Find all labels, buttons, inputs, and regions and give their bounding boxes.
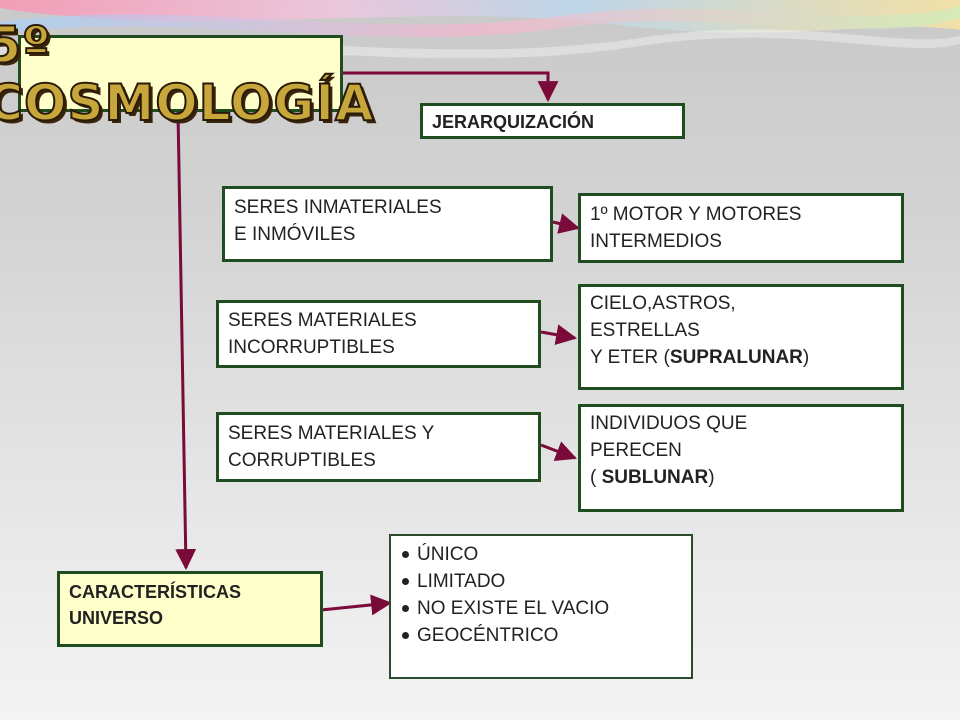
row3-right-line1: INDIVIDUOS QUE [590,413,748,434]
row3-left-box: SERES MATERIALES Y CORRUPTIBLES [216,412,541,482]
row1-left-box: SERES INMATERIALES E INMÓVILES [222,186,553,262]
row2-arrow [540,324,578,346]
bullet-icon [402,605,409,612]
page-title: 5º COSMOLOGÍA [0,15,375,133]
bullet-icon [402,578,409,585]
sublunar-label: SUBLUNAR [601,467,709,488]
row1-right-box: 1º MOTOR Y MOTORES INTERMEDIOS [578,193,904,263]
supralunar-label: SUPRALUNAR [669,347,803,368]
row1-right-line1: 1º MOTOR Y MOTORES [590,204,802,225]
characteristics-arrow [320,594,393,616]
row3-right-line3: ( SUBLUNAR) [590,467,715,488]
list-item: LIMITADO [399,568,683,595]
title-to-characteristics-arrow [175,111,197,571]
row2-right-box: CIELO,ASTROS, ESTRELLAS Y ETER (SUPRALUN… [578,284,904,390]
characteristics-line2: UNIVERSO [69,608,164,628]
row2-right-line3: Y ETER (SUPRALUNAR) [590,347,810,368]
row2-left-line1: SERES MATERIALES [228,310,417,331]
characteristics-line1: CARACTERÍSTICAS [69,582,242,602]
row3-arrow [540,441,577,462]
list-item: NO EXISTE EL VACIO [399,595,683,622]
row1-left-line2: E INMÓVILES [234,224,356,245]
row2-left-box: SERES MATERIALES INCORRUPTIBLES [216,300,541,368]
characteristics-box: CARACTERÍSTICAS UNIVERSO [57,571,323,647]
bullet-icon [402,632,409,639]
row2-right-line2: ESTRELLAS [590,320,700,341]
hierarchy-label: JERARQUIZACIÓN [432,112,595,132]
row2-left-line2: INCORRUPTIBLES [228,337,395,358]
list-item: GEOCÉNTRICO [399,622,683,649]
title-box: 5º COSMOLOGÍA [0,15,375,133]
characteristics-list: ÚNICO LIMITADO NO EXISTE EL VACIO GEOCÉN… [399,541,683,649]
characteristics-list-box: ÚNICO LIMITADO NO EXISTE EL VACIO GEOCÉN… [389,534,693,679]
row3-right-box: INDIVIDUOS QUE PERECEN ( SUBLUNAR) [578,404,904,512]
row3-left-line1: SERES MATERIALES Y [228,423,435,444]
row3-left-line2: CORRUPTIBLES [228,450,376,471]
row3-right-line2: PERECEN [590,440,682,461]
bullet-icon [402,551,409,558]
row2-right-line1: CIELO,ASTROS, [590,293,736,314]
hierarchy-box: JERARQUIZACIÓN [420,103,685,139]
row1-right-line2: INTERMEDIOS [590,231,722,252]
list-item: ÚNICO [399,541,683,568]
row1-arrow [552,213,581,234]
row1-left-line1: SERES INMATERIALES [234,197,442,218]
